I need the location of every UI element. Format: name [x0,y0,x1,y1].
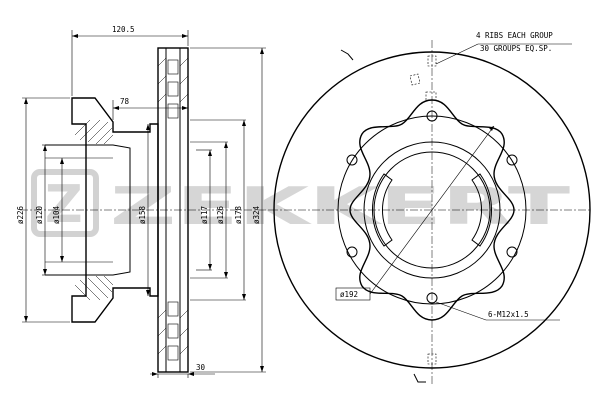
bolt-hole-top-right [506,154,518,166]
dim-120-label: ø120 [35,205,44,224]
dim-178: ø178 [190,119,246,301]
dim-120-5-label: 120.5 [112,25,135,34]
vent-mark-top-c [425,91,437,101]
hub-hatching-bottom [74,275,114,301]
watermark: Z ZEKKERT [31,169,571,237]
holes-label: 6-M12x1.5 [488,310,529,319]
holes-leader [435,301,487,321]
dim-30-label: 30 [196,363,206,372]
hub-lobed-flange [349,99,515,321]
ribs-note-line2: 30 GROUPS EQ.SP. [480,44,552,53]
disc-ring-outer [157,47,189,373]
dim-178-label: ø178 [234,205,243,224]
vent-mark-top-a [427,55,437,67]
dim-78: 78 [112,97,188,120]
hub-slot-right [471,173,493,247]
dim-126: ø126 [190,141,228,279]
dim-120: ø120 [35,144,48,276]
bolt-holes [346,110,518,304]
dim-158: ø158 [138,124,150,296]
bolt-hole-bottom-right [506,246,518,258]
dim-104: ø104 [52,158,64,262]
dim-324: ø324 [190,47,266,373]
logo-letter: Z [45,175,83,235]
dim-158-label: ø158 [138,205,147,224]
dim-324-label: ø324 [252,205,261,224]
dim-120-5: 120.5 [71,25,189,96]
dia-192-box [335,287,371,301]
bolt-hole-top-left [346,154,358,166]
dim-117: ø117 [196,149,212,271]
hub-hatching-top [74,119,114,145]
ribs-note-line1: 4 RIBS EACH GROUP [476,31,553,40]
corner-tick-top [340,49,354,61]
dim-226: ø226 [16,97,70,323]
bolt-hole-bottom [426,292,438,304]
disc-hatching [157,57,189,355]
dia-192-leader [369,125,495,295]
dim-30: 30 [150,363,215,378]
vent-mark-bottom [427,353,437,365]
dim-104-label: ø104 [52,205,61,224]
hub-slot-left [371,173,393,247]
vent-mark-top-b [409,73,421,86]
bolt-hole-bottom-left [346,246,358,258]
logo-box [31,169,99,237]
vent-marks [409,55,437,365]
disc-outer-edge [273,51,591,369]
hub-step-ring [363,141,501,279]
side-view: 120.5 78 30 ø226 [16,25,270,378]
front-view: ø192 4 RIBS EACH GROUP 30 GROUPS EQ.SP. … [270,31,592,384]
friction-inner-edge [337,115,527,305]
bolt-hole-top [426,110,438,122]
hub-bore-ring [373,151,491,269]
dim-126-label: ø126 [216,205,225,224]
hub-bore [45,144,131,276]
ribs-note-leader [435,43,479,65]
dim-226-label: ø226 [16,205,25,224]
corner-tick-bottom [413,373,426,383]
dim-117-label: ø117 [200,206,209,224]
dia-192-label: ø192 [340,290,358,299]
vent-ribs [167,59,179,361]
dim-78-label: 78 [120,97,130,106]
